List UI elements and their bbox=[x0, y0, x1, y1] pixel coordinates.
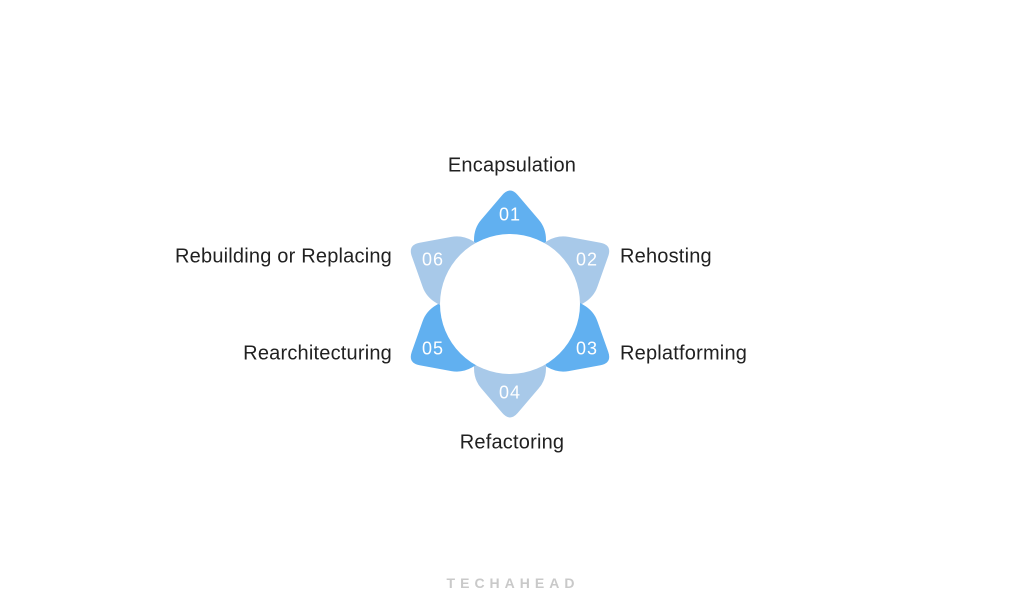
label-encapsulation: Encapsulation bbox=[447, 154, 577, 177]
label-rearchitecturing: Rearchitecturing bbox=[243, 342, 392, 365]
label-rebuilding-or-replacing: Rebuilding or Replacing bbox=[175, 245, 392, 268]
label-replatforming: Replatforming bbox=[620, 342, 748, 365]
petal-number-01: 01 bbox=[498, 204, 522, 225]
petal-number-02: 02 bbox=[575, 249, 599, 270]
techahead-logo: TECHAHEAD bbox=[446, 575, 580, 591]
petal-number-06: 06 bbox=[421, 249, 445, 270]
label-refactoring: Refactoring bbox=[459, 431, 565, 454]
petal-number-03: 03 bbox=[575, 338, 599, 359]
label-rehosting: Rehosting bbox=[620, 245, 712, 268]
petal-number-05: 05 bbox=[421, 338, 445, 359]
petal-number-04: 04 bbox=[498, 382, 522, 403]
center-circle bbox=[440, 234, 580, 374]
